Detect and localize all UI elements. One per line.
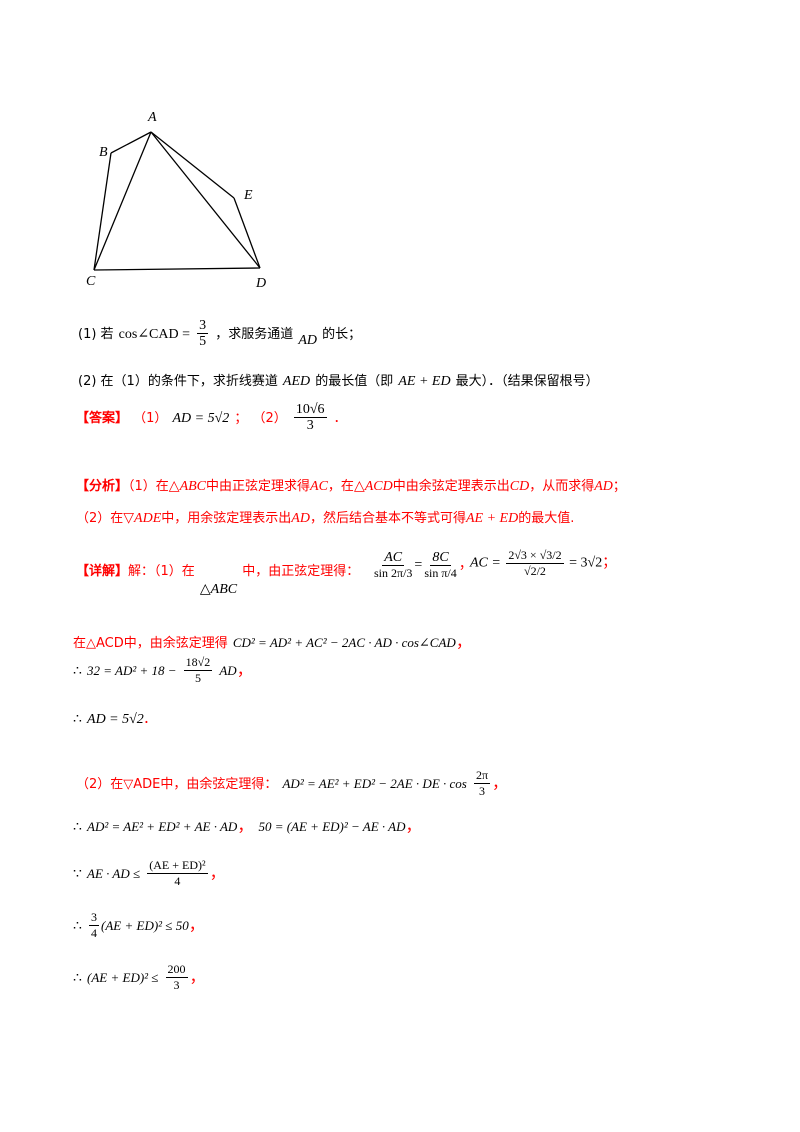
answer-p2-label: （2） — [252, 411, 287, 426]
detail-line-ad: ∴ AD = 5√2. — [73, 708, 149, 727]
question-part-2: (2) 在（1）的条件下，求折线赛道 AED 的最长值（即 AE + ED 最大… — [78, 370, 599, 390]
answer-end: ． — [333, 411, 347, 426]
q1-mid: ，求服务通道 — [215, 327, 294, 342]
answer-p1-math: AD = 5√2 — [172, 411, 230, 426]
detail-tri: △ABC — [199, 582, 238, 597]
detail-line-ad2: ∴ AD² = AE² + ED² + AE · AD， 50 = (AE + … — [73, 816, 422, 835]
analysis-line-2: （2）在▽ADE中，用余弦定理表示出AD，然后结合基本不等式可得AE + ED的… — [76, 511, 575, 526]
q2-var2: AE + ED — [398, 374, 451, 389]
geometry-figure — [93, 131, 261, 271]
analysis-line-1: 【分析】（1）在△ABC中由正弦定理求得AC，在△ACD中由余弦定理表示出CD，… — [76, 479, 626, 494]
point-label-d: D — [256, 276, 267, 291]
detail-label: 【详解】 — [76, 564, 129, 579]
q2-prefix: (2) 在（1）的条件下，求折线赛道 — [78, 374, 278, 389]
point-label-c: C — [86, 274, 96, 289]
detail-line-acd: 在△ACD中，由余弦定理得 CD² = AD² + AC² − 2AC · AD… — [73, 632, 472, 651]
q1-prefix: (1) 若 — [78, 327, 114, 342]
point-label-b: B — [99, 145, 108, 160]
analysis-label: 【分析】 — [76, 479, 129, 494]
answer-p1-label: （1） — [133, 411, 168, 426]
q2-mid: 的最长值（即 — [315, 374, 394, 389]
q1-suffix: 的长； — [322, 327, 362, 342]
detail-eq2: AC = 2√3 × √3/2√2/2 = 3√2； — [470, 548, 617, 578]
q2-var1: AED — [282, 374, 311, 389]
answer-sep: ； — [234, 411, 248, 426]
q1-math: cos∠CAD = — [118, 327, 191, 342]
q2-suffix: 最大）．（结果保留根号） — [455, 374, 599, 389]
answer-label: 【答案】 — [76, 411, 129, 426]
point-label-e: E — [244, 188, 253, 203]
q1-var: AD — [298, 333, 317, 348]
detail-line-1: 【详解】解：（1）在 △ABC 中，由正弦定理得： — [76, 564, 360, 597]
point-label-a: A — [148, 110, 157, 125]
detail-part2: （2）在▽ADE中，由余弦定理得： AD² = AE² + ED² − 2AE … — [76, 768, 509, 798]
